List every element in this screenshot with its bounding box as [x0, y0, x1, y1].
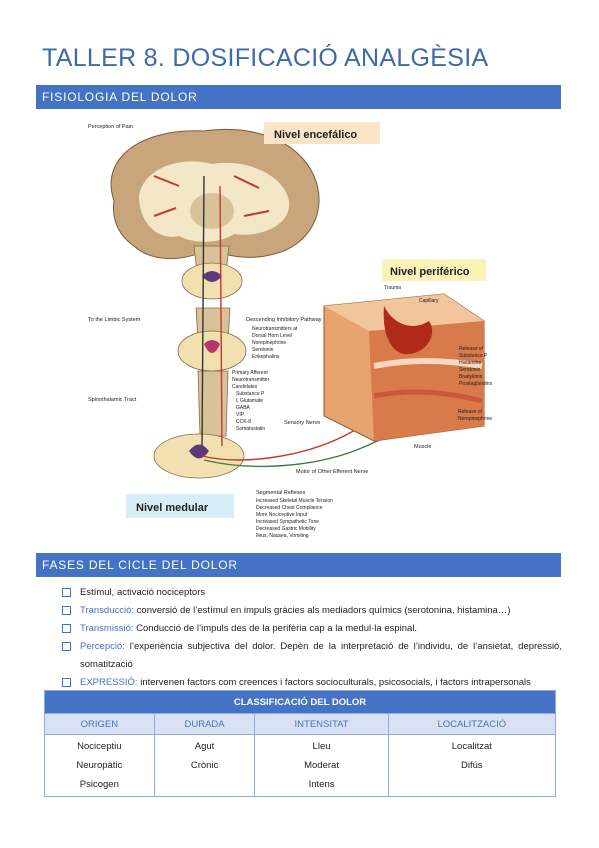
phases-list: Estímul, activació nociceptors Transducc… [62, 584, 562, 692]
label-release-4: Serotonin [459, 367, 481, 373]
label-descending: Descending Inhibitory Pathway [246, 317, 322, 323]
label-seg-5: Increased Sympathetic Tone [256, 519, 319, 525]
phase-item: Transducció: conversió de l’estímul en i… [62, 602, 562, 620]
label-neuro-3: Norepinephrine [252, 340, 286, 346]
label-primary-4: Substance P [236, 391, 265, 397]
label-primary-1: Primary Afferent [232, 370, 268, 376]
label-seg-6: Decreased Gastric Mobility [256, 526, 316, 532]
label-neuro-2: Dorsal Horn Level [252, 333, 292, 339]
phase-item: Transmissió: Conducció de l’impuls des d… [62, 620, 562, 638]
label-norepi-2: Norepinephrine [458, 416, 492, 422]
label-perception: Perception of Pain [88, 124, 133, 130]
cell-origen: Nociceptiu Neuropàtic Psicogen [44, 734, 155, 797]
tissue-block-illustration [323, 293, 485, 442]
label-primary-9: Somatostatin [236, 426, 265, 432]
page-title: TALLER 8. DOSIFICACIÓ ANALGÈSIA [42, 44, 489, 72]
cell-durada: Agut Crònic [153, 734, 256, 797]
label-primary-6: GABA [236, 405, 251, 411]
label-periferico: Nivel periférico [390, 266, 470, 278]
table-row: Nociceptiu Neuropàtic Psicogen Agut Cròn… [44, 734, 557, 797]
label-sensory: Sensory Nerve [284, 420, 320, 426]
checkbox-bullet-icon [62, 642, 71, 651]
label-release-6: Prostaglandins [459, 381, 493, 387]
section-header-fases: FASES DEL CICLE DEL DOLOR [36, 553, 561, 577]
label-medular: Nivel medular [136, 502, 209, 514]
phase-item: Estímul, activació nociceptors [62, 584, 562, 602]
column-header-localitzacio: LOCALITZACIÓ [387, 713, 557, 735]
label-trauma: Trauma [384, 285, 401, 291]
section-header-fisiologia: FISIOLOGIA DEL DOLOR [36, 85, 561, 109]
label-primary-2: Neurotransmitter [232, 377, 270, 383]
label-release-2: Substance P [459, 353, 488, 359]
label-limbic: To the Limbic System [88, 317, 141, 323]
cell-localitzacio: Localitzat Difús [387, 734, 557, 797]
label-release-3: Histamine [459, 360, 481, 366]
label-seg-3: Decreased Chest Compliance [256, 505, 323, 511]
column-header-durada: DURADA [153, 713, 256, 735]
label-primary-3: Candidates [232, 384, 258, 390]
label-neuro-5: Enkephalins [252, 354, 280, 360]
cell-intensitat: Lleu Moderat Intens [254, 734, 389, 797]
label-seg-2: Increased Skeletal Muscle Tension [256, 498, 333, 504]
phase-item: EXPRESSIÓ: intervenen factors com creenc… [62, 674, 562, 692]
label-release-5: Bradykinin [459, 374, 483, 380]
label-neuro-1: Neurotransmitters at [252, 326, 298, 332]
label-primary-8: CCK-8 [236, 419, 251, 425]
table-title: CLASSIFICACIÓ DEL DOLOR [44, 690, 556, 714]
label-neuro-4: Serotonin [252, 347, 274, 353]
label-norepi-1: Release of [458, 409, 483, 415]
label-encefalico: Nivel encefálico [274, 129, 357, 141]
checkbox-bullet-icon [62, 606, 71, 615]
label-seg-4: More Nociceptive Input [256, 512, 308, 518]
column-header-intensitat: INTENSITAT [254, 713, 389, 735]
classification-table: CLASSIFICACIÓ DEL DOLOR ORIGEN DURADA IN… [44, 690, 557, 797]
phase-item: Percepció: l’experiència subjectiva del … [62, 638, 562, 674]
checkbox-bullet-icon [62, 588, 71, 597]
label-seg-1: Segmental Reflexes [256, 490, 305, 496]
label-seg-7: Ileus, Nausea, Vomiting [256, 533, 309, 539]
label-capillary: Capillary [419, 298, 439, 304]
checkbox-bullet-icon [62, 678, 71, 687]
pain-physiology-diagram: Nivel encefálico Nivel periférico Nivel … [84, 116, 534, 546]
label-spinothalamic: Spinothalamic Tract [88, 397, 137, 403]
label-primary-7: VIP [236, 412, 245, 418]
label-release-1: Release of [459, 346, 484, 352]
label-muscle: Muscle [414, 444, 431, 450]
label-primary-5: L Glutamate [236, 398, 263, 404]
label-motor: Motor of Other Efferent Nerve [296, 469, 368, 475]
column-header-origen: ORIGEN [44, 713, 155, 735]
checkbox-bullet-icon [62, 624, 71, 633]
brain-illustration [110, 128, 320, 260]
